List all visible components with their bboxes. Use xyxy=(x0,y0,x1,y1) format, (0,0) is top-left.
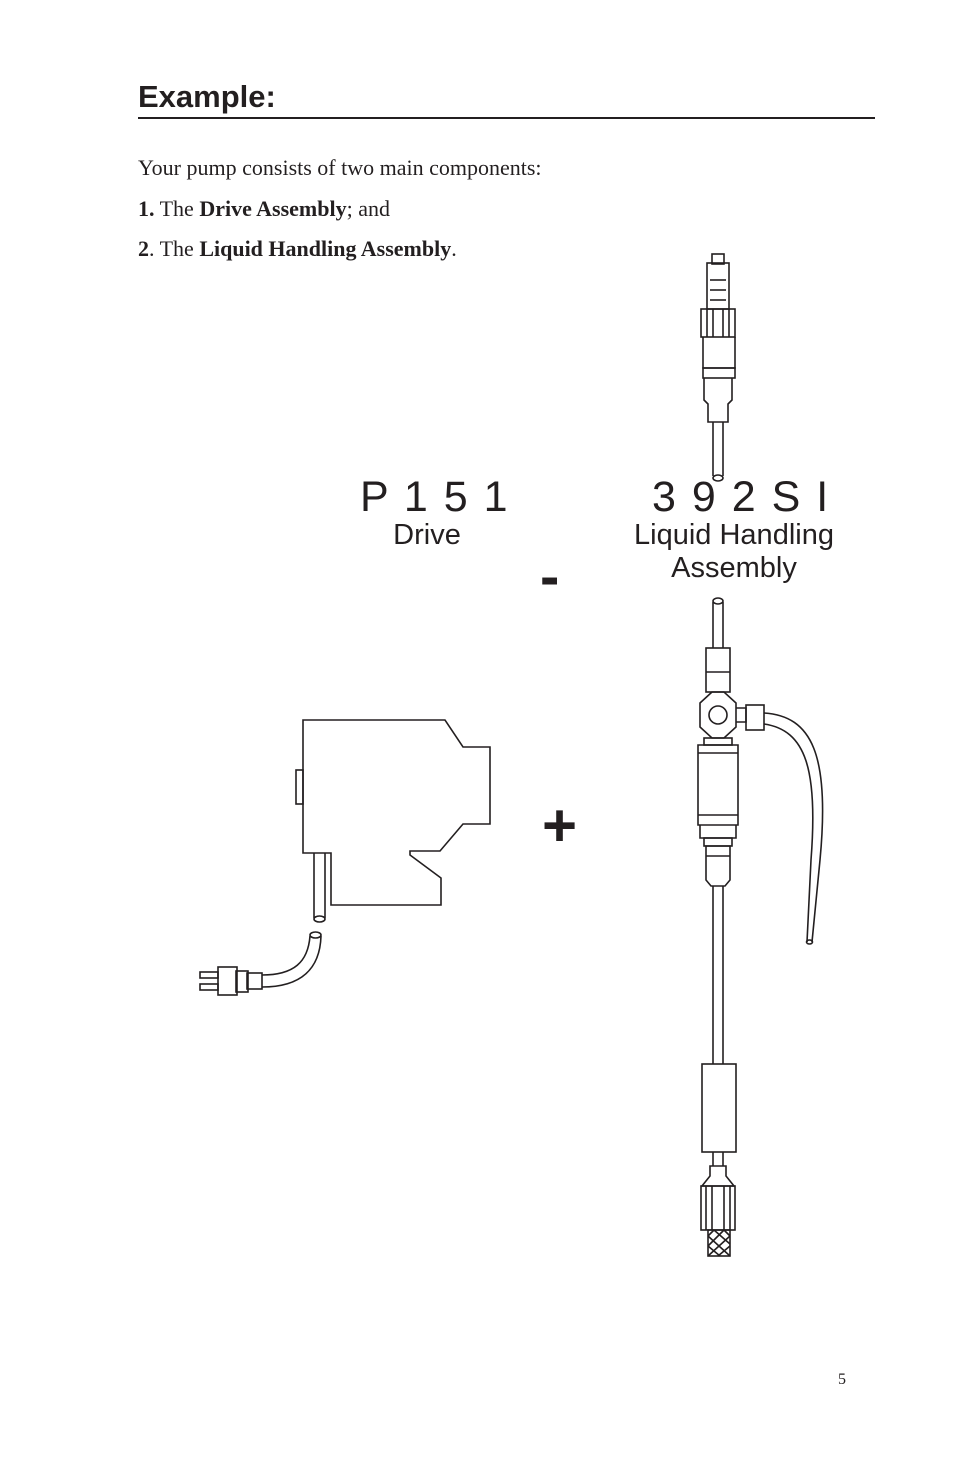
list-text-post-2: . xyxy=(451,236,457,261)
lha-model-code: 3 9 2 S I xyxy=(652,473,831,521)
drive-model-code: P 1 5 1 xyxy=(360,473,510,521)
page-heading: Example: xyxy=(138,78,875,119)
page-number: 5 xyxy=(838,1371,846,1388)
drive-assembly-illustration xyxy=(199,719,491,996)
lha-label-line2: Assembly xyxy=(671,552,797,584)
list-text-pre-1: The xyxy=(159,196,194,221)
intro-text: Your pump consists of two main component… xyxy=(138,155,542,180)
list-item-1: 1. The Drive Assembly; and xyxy=(138,196,390,222)
list-item-2: 2. The Liquid Handling Assembly. xyxy=(138,236,457,262)
list-bold-2: Liquid Handling Assembly xyxy=(199,236,452,261)
plus-sign: + xyxy=(542,792,578,859)
list-bold-1: Drive Assembly xyxy=(199,196,347,221)
injection-valve-illustration xyxy=(700,253,736,482)
drive-label: Drive xyxy=(393,519,461,551)
list-number-1: 1. xyxy=(138,196,155,221)
lha-label-line1: Liquid Handling xyxy=(634,519,834,551)
list-number-2: 2 xyxy=(138,236,149,261)
liquid-handling-illustration xyxy=(697,597,824,1257)
minus-sign: - xyxy=(540,544,560,609)
list-text-post-1: ; and xyxy=(346,196,390,221)
list-text-pre-2: . The xyxy=(149,236,194,261)
